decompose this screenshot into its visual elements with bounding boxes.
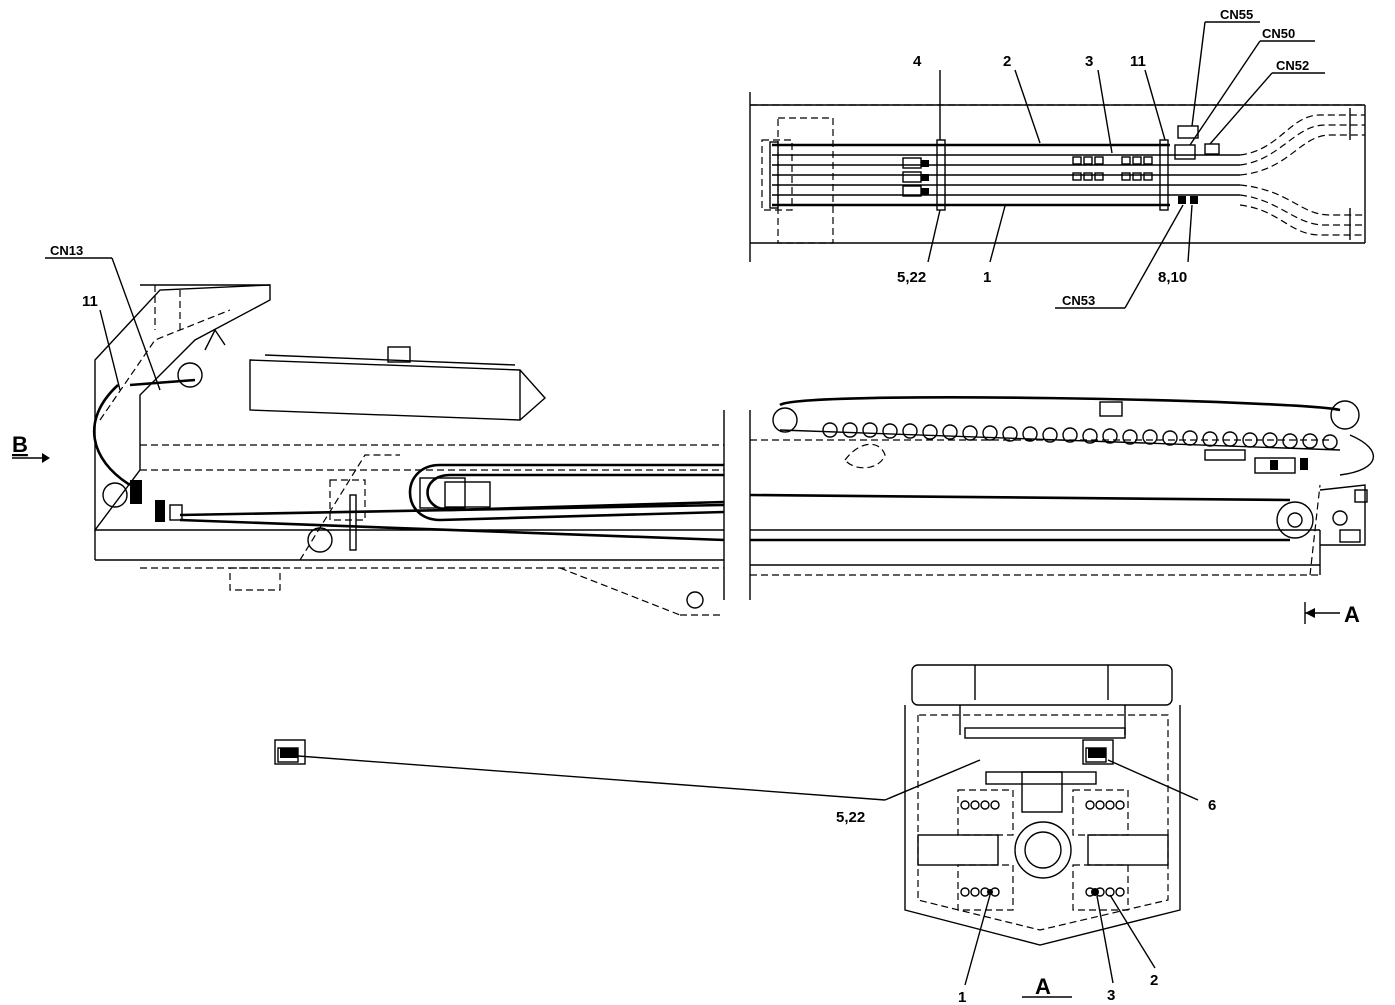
- label-cn53: CN53: [1062, 293, 1095, 308]
- chain-links: [822, 422, 1338, 450]
- plan-view: [749, 21, 1366, 309]
- section-wire-circles: [960, 800, 1125, 897]
- label-sec-2: 2: [1150, 972, 1158, 989]
- label-section-a: A: [1035, 974, 1051, 999]
- label-view-a: A: [1344, 602, 1360, 627]
- label-cn52: CN52: [1276, 58, 1309, 73]
- label-cn13: CN13: [50, 243, 83, 258]
- label-sec-5-22: 5,22: [836, 809, 865, 826]
- label-plan-2: 2: [1003, 53, 1011, 70]
- label-plan-1: 1: [983, 269, 991, 286]
- label-sec-3: 3: [1107, 987, 1115, 1004]
- side-view: [12, 257, 1374, 624]
- label-plan-5-22: 5,22: [897, 269, 926, 286]
- labels: CN55 CN50 CN52 CN53 CN13 4 2 3 11 5,22 1…: [12, 7, 1360, 1005]
- label-plan-3: 3: [1085, 53, 1093, 70]
- label-cn55: CN55: [1220, 7, 1253, 22]
- connector-row-upper: [1072, 156, 1153, 181]
- label-side-11: 11: [82, 293, 98, 310]
- label-plan-8-10: 8,10: [1158, 269, 1187, 286]
- label-sec-1: 1: [958, 989, 966, 1005]
- label-plan-11: 11: [1130, 53, 1146, 70]
- label-plan-4: 4: [913, 53, 922, 70]
- label-cn50: CN50: [1262, 26, 1295, 41]
- section-a-a: [274, 664, 1199, 998]
- label-view-b: B: [12, 432, 28, 457]
- label-sec-6: 6: [1208, 797, 1216, 814]
